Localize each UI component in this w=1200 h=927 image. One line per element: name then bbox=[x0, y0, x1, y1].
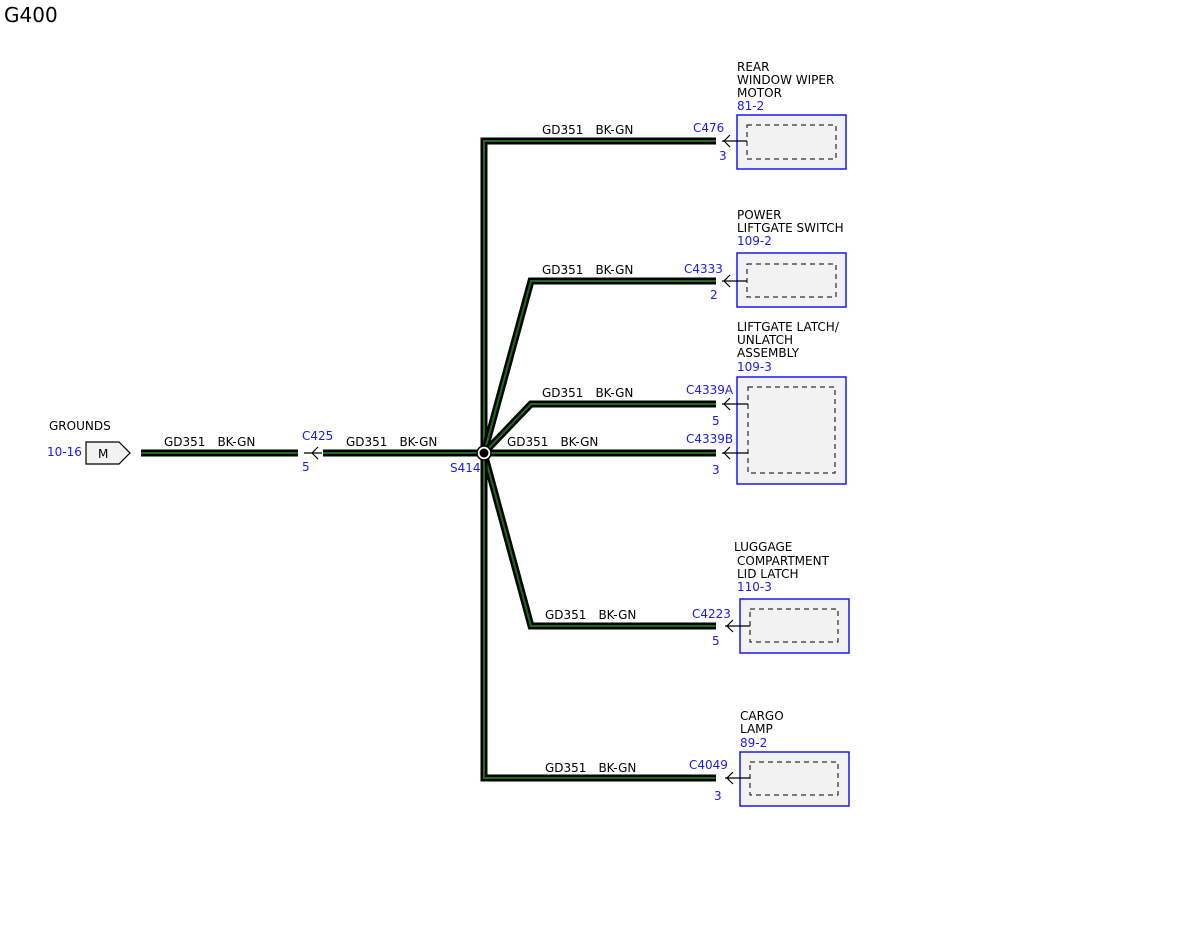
svg-text:LID LATCH: LID LATCH bbox=[737, 567, 799, 581]
svg-text:LUGGAGE: LUGGAGE bbox=[734, 540, 792, 554]
svg-text:POWER: POWER bbox=[737, 208, 781, 222]
connector-c4049-label: C4049 bbox=[689, 758, 728, 772]
svg-text:LIFTGATE SWITCH: LIFTGATE SWITCH bbox=[737, 221, 844, 235]
svg-text:CARGO: CARGO bbox=[740, 709, 784, 723]
svg-text:ASSEMBLY: ASSEMBLY bbox=[737, 346, 800, 360]
connector-c4339b-label: C4339B bbox=[686, 432, 733, 446]
connector-c4339b-pin: 3 bbox=[712, 463, 720, 477]
wire-splice-to-c4339a bbox=[481, 400, 716, 456]
connector-c4339a-pin: 5 bbox=[712, 414, 720, 428]
svg-text:UNLATCH: UNLATCH bbox=[737, 333, 793, 347]
component-liftgate-latch-assembly: LIFTGATE LATCH/ UNLATCH ASSEMBLY 109-3 bbox=[722, 320, 847, 485]
component-luggage-compartment-lid-latch: LUGGAGE COMPARTMENT LID LATCH 110-3 bbox=[725, 540, 850, 654]
svg-text:WINDOW WIPER: WINDOW WIPER bbox=[737, 73, 834, 87]
connector-c4223-label: C4223 bbox=[692, 607, 731, 621]
connector-c4333-label: C4333 bbox=[684, 262, 723, 276]
ground-connector-m: M bbox=[85, 441, 131, 465]
component-rear-window-wiper-motor: REAR WINDOW WIPER MOTOR 81-2 bbox=[722, 60, 847, 170]
svg-text:109-3: 109-3 bbox=[737, 360, 772, 374]
connector-c425-symbol bbox=[304, 446, 322, 460]
svg-text:109-2: 109-2 bbox=[737, 234, 772, 248]
svg-text:REAR: REAR bbox=[737, 60, 769, 74]
wire-splice-to-c476 bbox=[480, 137, 716, 453]
svg-text:M: M bbox=[98, 447, 108, 461]
svg-text:COMPARTMENT: COMPARTMENT bbox=[737, 554, 830, 568]
svg-text:LAMP: LAMP bbox=[740, 722, 773, 736]
wire-splice-to-c4049 bbox=[480, 453, 716, 782]
splice-s414 bbox=[476, 445, 492, 461]
ground-page-ref: 10-16 bbox=[47, 445, 82, 459]
svg-text:LIFTGATE LATCH/: LIFTGATE LATCH/ bbox=[737, 320, 840, 334]
svg-text:81-2: 81-2 bbox=[737, 99, 764, 113]
ground-label: GROUNDS bbox=[49, 419, 111, 433]
wire-splice-to-c4333 bbox=[480, 277, 716, 454]
connector-c425-label: C425 bbox=[302, 429, 333, 443]
svg-text:89-2: 89-2 bbox=[740, 736, 767, 750]
connector-c4333-pin: 2 bbox=[710, 288, 718, 302]
page-title: G400 bbox=[4, 3, 58, 27]
connector-c476-pin: 3 bbox=[719, 149, 727, 163]
connector-c4223-pin: 5 bbox=[712, 634, 720, 648]
connector-c4049-pin: 3 bbox=[714, 789, 722, 803]
component-power-liftgate-switch: POWER LIFTGATE SWITCH 109-2 bbox=[722, 208, 847, 308]
connector-c425-pin: 5 bbox=[302, 460, 310, 474]
connector-c476-label: C476 bbox=[693, 121, 724, 135]
component-cargo-lamp: CARGO LAMP 89-2 bbox=[725, 709, 850, 807]
svg-text:MOTOR: MOTOR bbox=[737, 86, 782, 100]
connector-c4339a-label: C4339A bbox=[686, 383, 734, 397]
wire-splice-to-c4223 bbox=[480, 452, 716, 630]
svg-text:110-3: 110-3 bbox=[737, 580, 772, 594]
splice-label: S414 bbox=[450, 461, 481, 475]
